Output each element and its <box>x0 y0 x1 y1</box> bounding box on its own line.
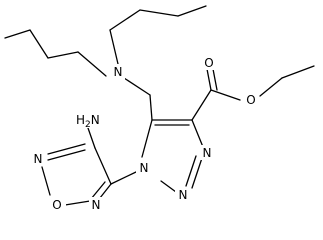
svg-text:N: N <box>179 188 188 202</box>
svg-text:H2N: H2N <box>76 113 100 130</box>
carbonyl-oxygen-label: O <box>202 55 216 70</box>
triazole-n3-label: N <box>200 145 216 160</box>
ester-oxygen-label: O <box>243 92 259 107</box>
svg-text:O: O <box>52 198 61 212</box>
svg-text:N: N <box>34 152 43 166</box>
butyl-chain-top <box>109 5 207 65</box>
svg-text:O: O <box>204 56 213 70</box>
amino-group-label: H2N <box>74 112 100 130</box>
triazole-n2-label: N <box>175 187 191 202</box>
bond-furazan-amino <box>87 127 96 149</box>
furazan-ring <box>41 143 112 206</box>
bond-amine-methylene <box>123 77 151 96</box>
furazan-left-nitrogen-label: N <box>31 151 47 166</box>
svg-text:N: N <box>140 161 149 175</box>
svg-text:O: O <box>246 93 255 107</box>
triazole-n1-label: N <box>136 160 152 175</box>
triazole-ring <box>141 119 204 193</box>
bond-triazole-furazan <box>110 171 137 185</box>
molecule-structure: H2N N O O N N N N O N <box>4 5 315 212</box>
svg-text:N: N <box>114 65 123 79</box>
ester-group <box>191 65 315 121</box>
bond-methylene-c5 <box>149 94 153 121</box>
butyl-chain-left <box>4 29 107 77</box>
svg-text:N: N <box>203 146 212 160</box>
svg-text:N: N <box>92 198 101 212</box>
furazan-right-nitrogen-label: N <box>89 197 105 212</box>
amine-nitrogen-label: N <box>111 64 125 80</box>
furazan-oxygen-label: O <box>50 197 66 212</box>
